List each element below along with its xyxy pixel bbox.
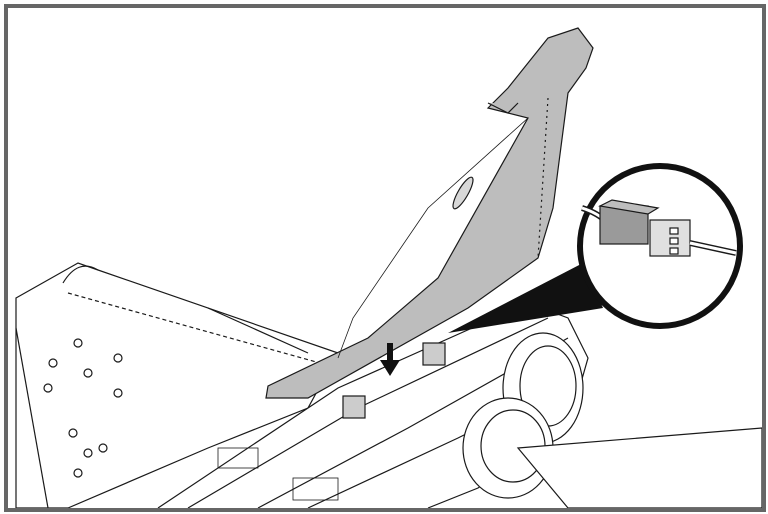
- assembly-diagram: [15, 27, 762, 508]
- magnifier-callout-icon: [448, 163, 743, 333]
- wing-and-fuselage: [15, 262, 762, 508]
- illustration-frame: [4, 4, 766, 512]
- tail-fin: [265, 27, 594, 399]
- down-arrow-icon: [380, 343, 400, 376]
- connector-plug-icon: [581, 199, 737, 257]
